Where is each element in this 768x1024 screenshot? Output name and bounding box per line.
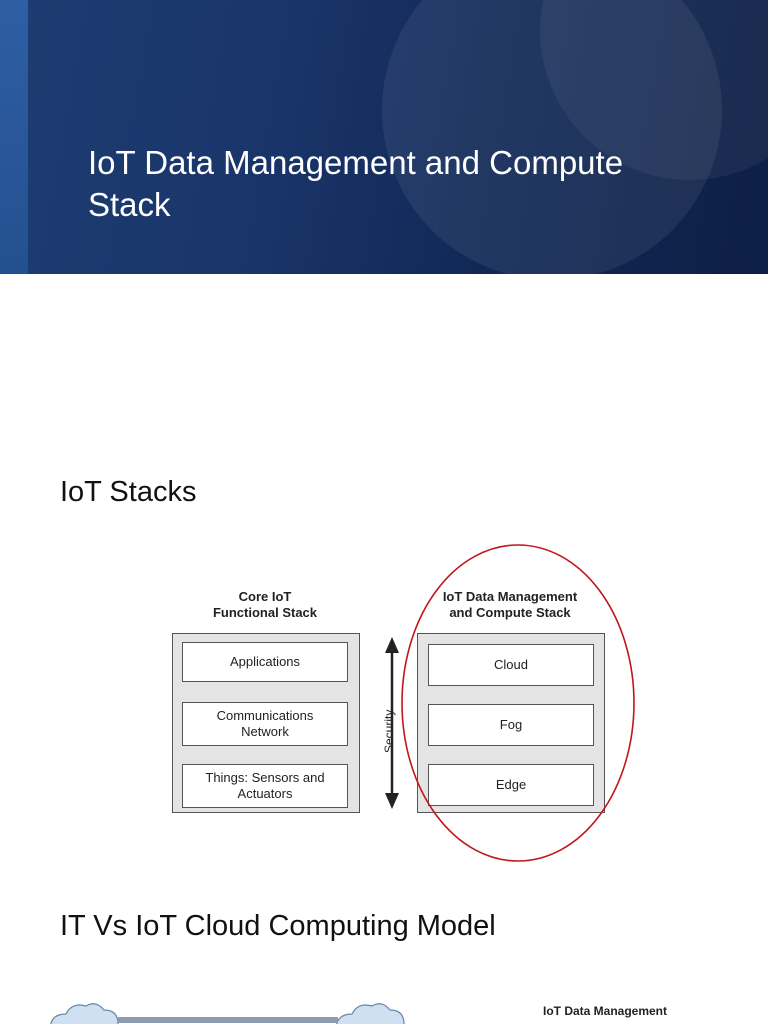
banner-decor-circle <box>382 0 722 274</box>
stack-box-communications-network: Communications Network <box>182 702 348 746</box>
left-stack-title-line1: Core IoT <box>238 589 292 604</box>
section-heading-it-vs-iot: IT Vs IoT Cloud Computing Model <box>60 910 496 942</box>
partial-diagram-label: IoT Data Management <box>542 1004 668 1018</box>
box-label-line2: Actuators <box>237 786 293 801</box>
right-stack-title: IoT Data Management and Compute Stack <box>425 589 595 621</box>
box-label-line1: Communications <box>216 708 314 723</box>
stack-box-things: Things: Sensors and Actuators <box>182 764 348 808</box>
left-stack-title: Core IoT Functional Stack <box>182 589 348 621</box>
page-title: IoT Data Management and Compute Stack <box>88 144 624 223</box>
title-banner: IoT Data Management and Compute Stack <box>0 0 768 274</box>
cloud-icon <box>50 1003 119 1024</box>
section-heading-iot-stacks: IoT Stacks <box>60 476 197 508</box>
right-stack-title-line1: IoT Data Management <box>442 589 578 604</box>
box-label: Edge <box>495 777 527 792</box>
box-label-line1: Things: Sensors and <box>205 770 325 785</box>
box-label: Applications <box>229 654 301 669</box>
stack-box-applications: Applications <box>182 642 348 682</box>
stack-box-edge: Edge <box>428 764 594 806</box>
box-label-line2: Network <box>241 724 289 739</box>
banner-accent-band <box>0 0 28 274</box>
security-label: Security <box>382 709 396 753</box>
left-stack-title-line2: Functional Stack <box>212 605 318 620</box>
stack-box-fog: Fog <box>428 704 594 746</box>
box-label: Cloud <box>494 657 528 672</box>
box-label: Fog <box>499 717 523 732</box>
stack-box-cloud: Cloud <box>428 644 594 686</box>
cloud-icon <box>336 1003 405 1024</box>
right-stack-title-line2: and Compute Stack <box>449 605 571 620</box>
